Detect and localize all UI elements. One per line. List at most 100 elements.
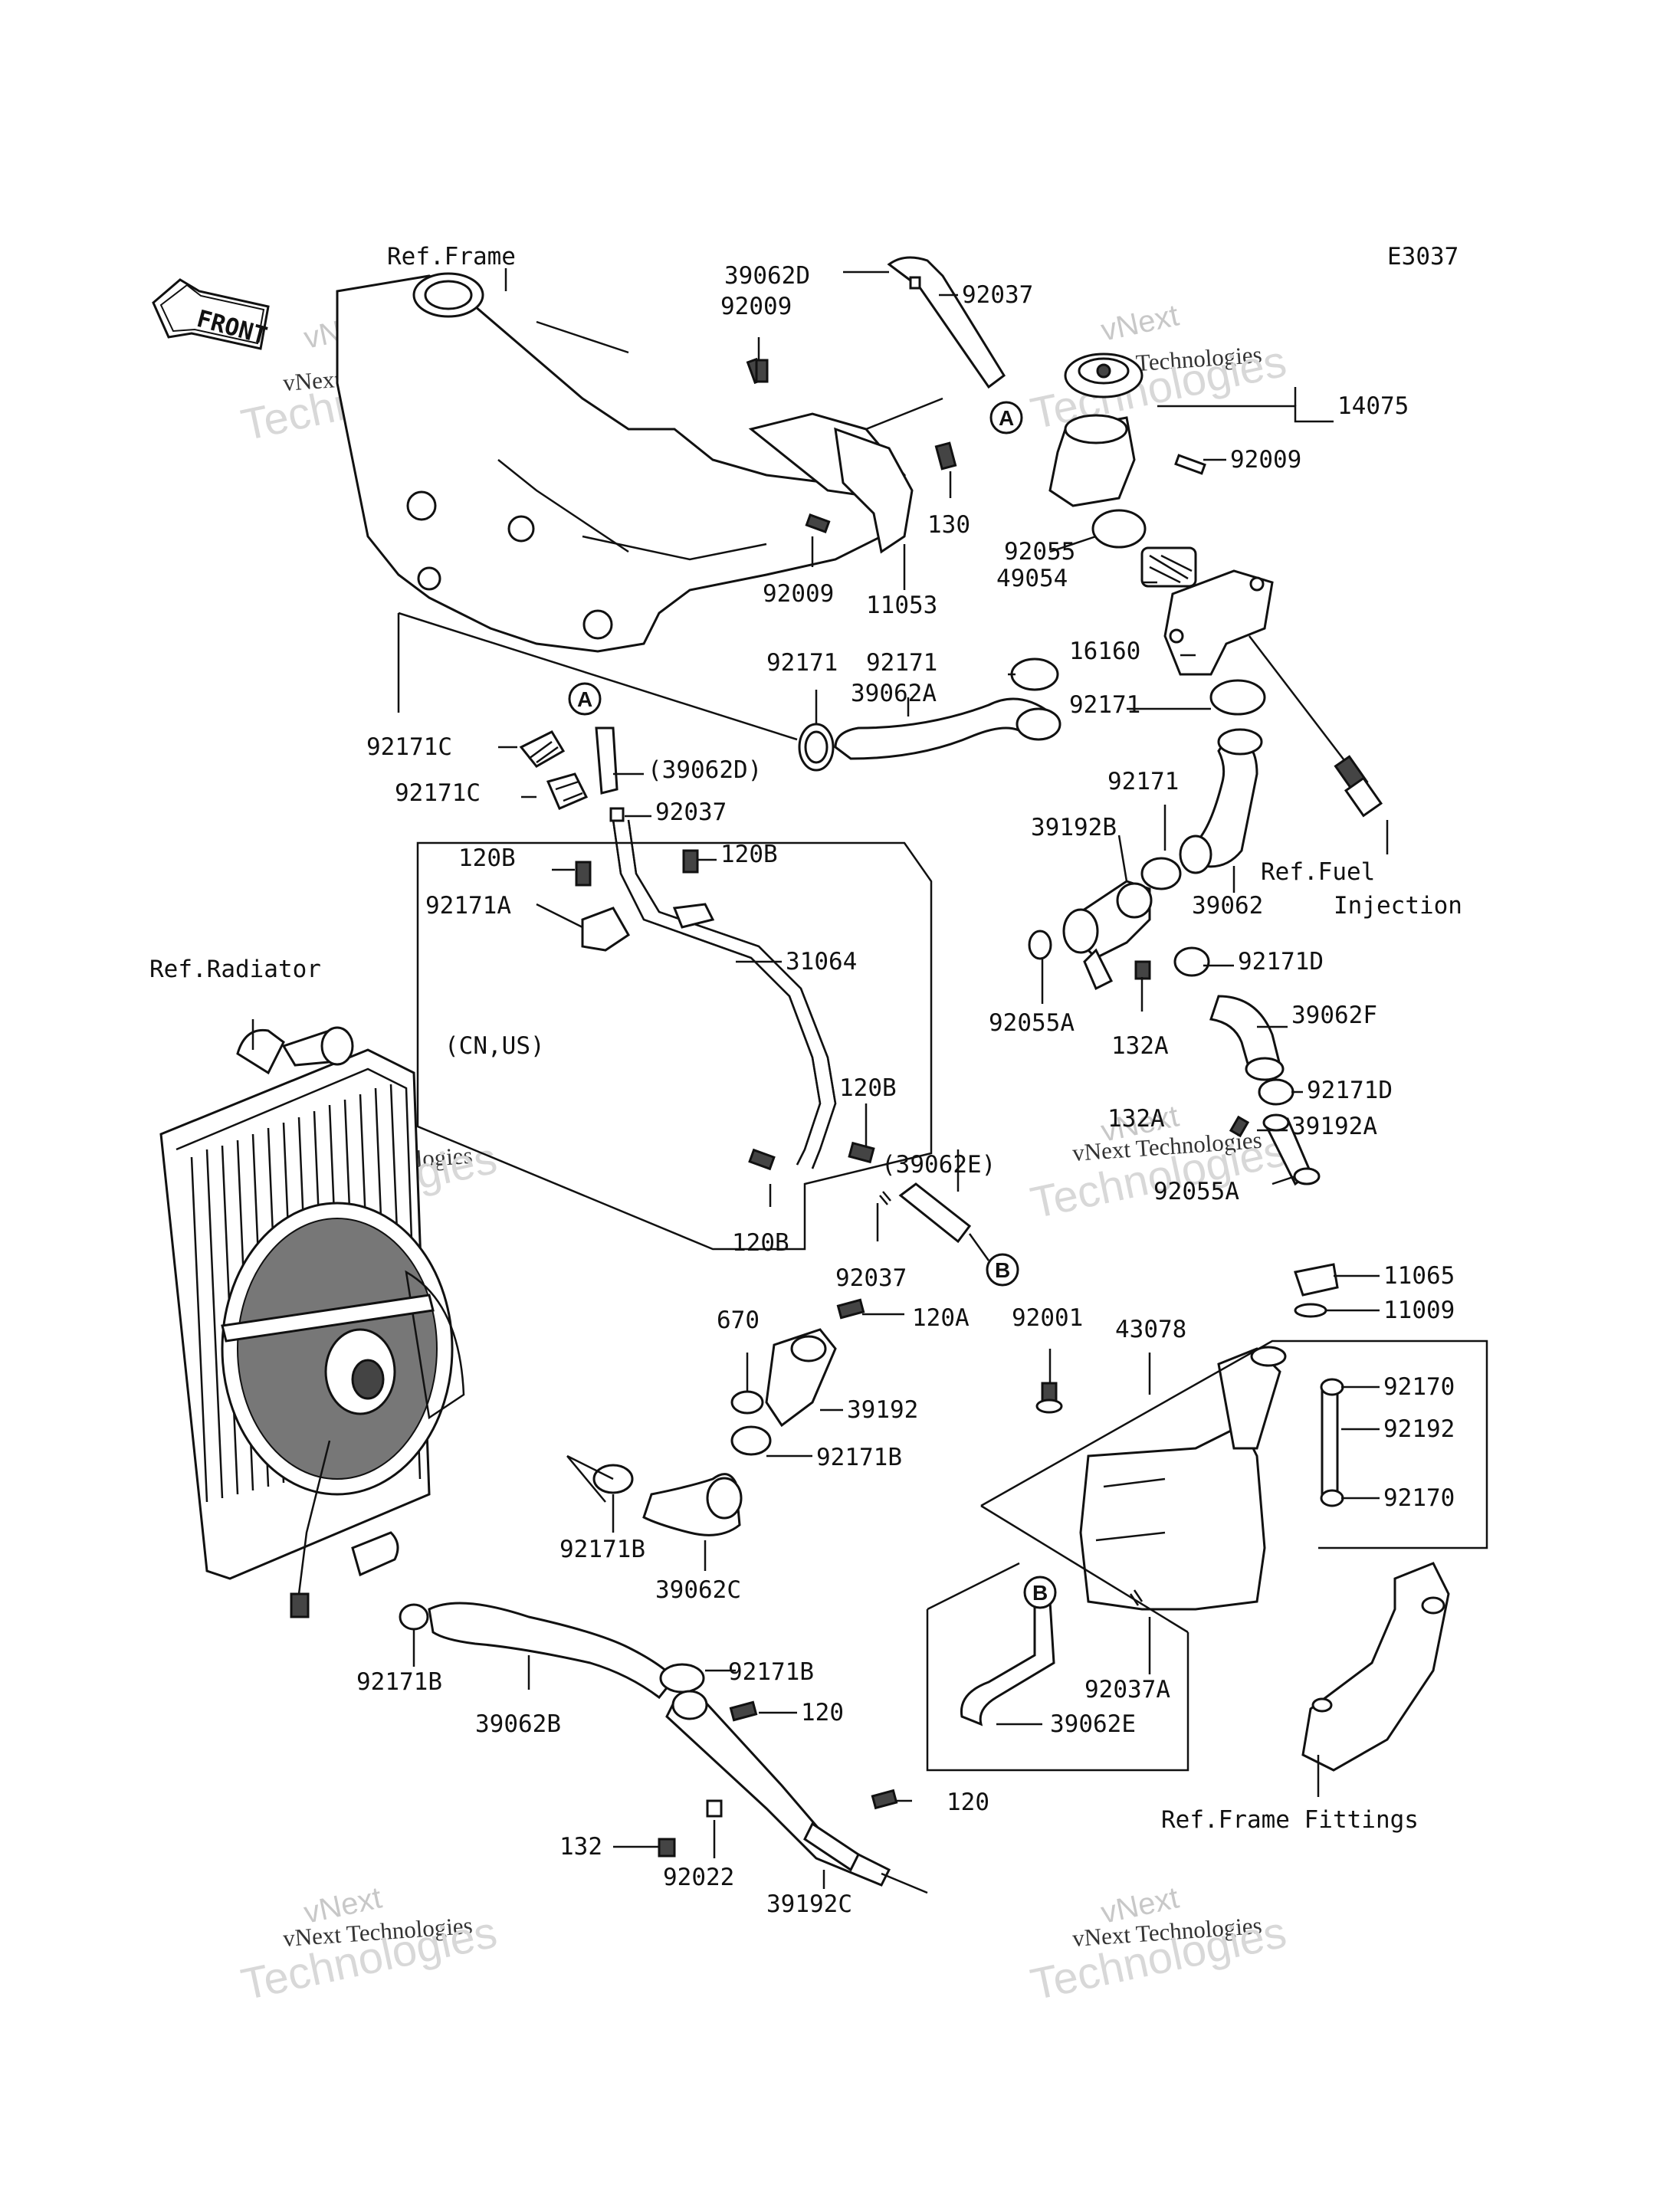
ref-fuel-label-line2: Injection: [1334, 892, 1462, 920]
part-label: 132A: [1111, 1032, 1169, 1060]
part-label: 120B: [732, 1229, 789, 1257]
part-label: 92171: [1069, 691, 1140, 719]
clamp-92171-mid: [1140, 857, 1182, 890]
part-label: 92171B: [559, 1536, 645, 1563]
bracket-92171A: [581, 903, 715, 952]
part-label: 92001: [1012, 1304, 1083, 1332]
part-label: 92171D: [1307, 1077, 1393, 1104]
part-label: 39062F: [1291, 1002, 1377, 1029]
hose-39062E-segment: [898, 1182, 972, 1244]
callout-b-text: B: [995, 1258, 1010, 1282]
part-label: 670: [717, 1307, 760, 1334]
callout-a-left: A: [568, 682, 602, 716]
part-label: (39062E): [881, 1151, 996, 1179]
part-label: 92055A: [989, 1009, 1075, 1037]
callout-b-text: B: [1032, 1581, 1048, 1605]
callout-a-text: A: [999, 406, 1014, 430]
part-label: 11053: [866, 592, 937, 619]
watermark-bottom-right: vNext vNext Technologies Technologies: [1026, 1881, 1291, 2010]
part-label: 92009: [720, 293, 792, 320]
part-label: 92055A: [1153, 1178, 1239, 1205]
bolt-120A: [836, 1298, 865, 1320]
part-label: 92171B: [728, 1658, 814, 1686]
hose-39062E: [960, 1600, 1055, 1726]
bolt-132A: [1134, 960, 1151, 980]
part-label: 92009: [1230, 446, 1301, 474]
hose-39062F: [1209, 995, 1285, 1081]
callout-a-top: A: [989, 401, 1023, 434]
part-label: 92171B: [816, 1444, 902, 1471]
reservoir-tank-43078: [1079, 1346, 1287, 1611]
ref-frame-label: Ref.Frame: [387, 243, 516, 271]
clamp-92171B-4: [659, 1663, 705, 1694]
part-label: 92171: [1107, 768, 1179, 795]
bolt-120-1: [729, 1700, 758, 1722]
cn-us-label: (CN,US): [445, 1032, 545, 1060]
front-arrow: FRONT: [152, 278, 270, 350]
gasket-11009: [1294, 1303, 1327, 1318]
part-label: 92171: [766, 649, 838, 677]
part-label: 92022: [663, 1864, 734, 1891]
frame-fitting: [1301, 1562, 1450, 1772]
clamp-92170-1: [1320, 1378, 1344, 1396]
part-label: 132A: [1107, 1105, 1165, 1133]
clamp-92171C-2: [546, 772, 589, 810]
hose-92192: [1321, 1389, 1339, 1500]
bolt-92009-right: [1174, 454, 1206, 475]
clamp-92171-right: [1209, 679, 1266, 716]
labels: Ref.Frame 39062D 92037 92009 14075 92009…: [149, 243, 1462, 1918]
clamp-92171D-lower: [1258, 1078, 1294, 1106]
part-label: 39062D: [724, 262, 810, 290]
ref-frame-fittings-label: Ref.Frame Fittings: [1161, 1806, 1419, 1834]
seal-92022: [706, 1799, 723, 1818]
oring-92055: [1091, 509, 1147, 549]
part-label: 92009: [763, 580, 834, 608]
callout-b-mid: B: [986, 1253, 1019, 1287]
joint-39192B: [1062, 880, 1153, 991]
clamp-92171D: [1173, 946, 1210, 977]
part-label: 39062: [1192, 892, 1263, 920]
part-label: 39192B: [1031, 814, 1117, 841]
watermark-bottom-left: vNext vNext Technologies Technologies: [237, 1881, 501, 2010]
thermostat-housing-16160: [1163, 569, 1274, 676]
part-label: 92170: [1383, 1484, 1455, 1512]
part-label: 11065: [1383, 1262, 1455, 1290]
clamp-92037-mid: [609, 807, 625, 822]
part-label: 14075: [1337, 392, 1409, 420]
radiator-fan: [221, 1202, 465, 1618]
diagram-code: E3037: [1387, 243, 1459, 271]
bolt-120B-2: [682, 849, 699, 874]
clamp-92037-low: [879, 1191, 891, 1205]
part-label: 92171C: [395, 779, 481, 807]
hose-39062C: [642, 1473, 743, 1536]
part-label: 39062A: [851, 680, 937, 707]
part-label: 43078: [1115, 1316, 1186, 1343]
part-label: 130: [927, 511, 970, 539]
part-label: 92171B: [356, 1668, 442, 1696]
part-label: (39062D): [648, 756, 762, 784]
pipe-31064: [612, 819, 837, 1169]
bolt-120B-3: [848, 1141, 875, 1164]
part-label: 92170: [1383, 1373, 1455, 1401]
clamp-92171C-1: [519, 730, 566, 768]
part-label: 92037: [655, 798, 727, 826]
part-label: 39192A: [1291, 1113, 1377, 1140]
part-label: 92037A: [1084, 1676, 1170, 1703]
cap-11065: [1294, 1263, 1339, 1297]
part-label: 31064: [786, 948, 857, 976]
part-label: 11009: [1383, 1297, 1455, 1324]
watermark-text: vNext: [1098, 299, 1182, 348]
radiator-cap: [1064, 353, 1144, 398]
bolt-120-2: [871, 1789, 898, 1810]
part-label: 92037: [835, 1264, 907, 1292]
part-label: 92037: [962, 281, 1033, 309]
part-label: 39192C: [766, 1890, 852, 1918]
part-label: 39062C: [655, 1576, 741, 1604]
clamp-92171-top: [1010, 657, 1059, 691]
pipe-39192C: [665, 1690, 928, 1894]
ref-fuel-label: Ref.Fuel: [1261, 858, 1375, 886]
part-label: 16160: [1069, 638, 1140, 665]
bolt-132: [658, 1838, 676, 1858]
oring-670: [730, 1390, 764, 1415]
